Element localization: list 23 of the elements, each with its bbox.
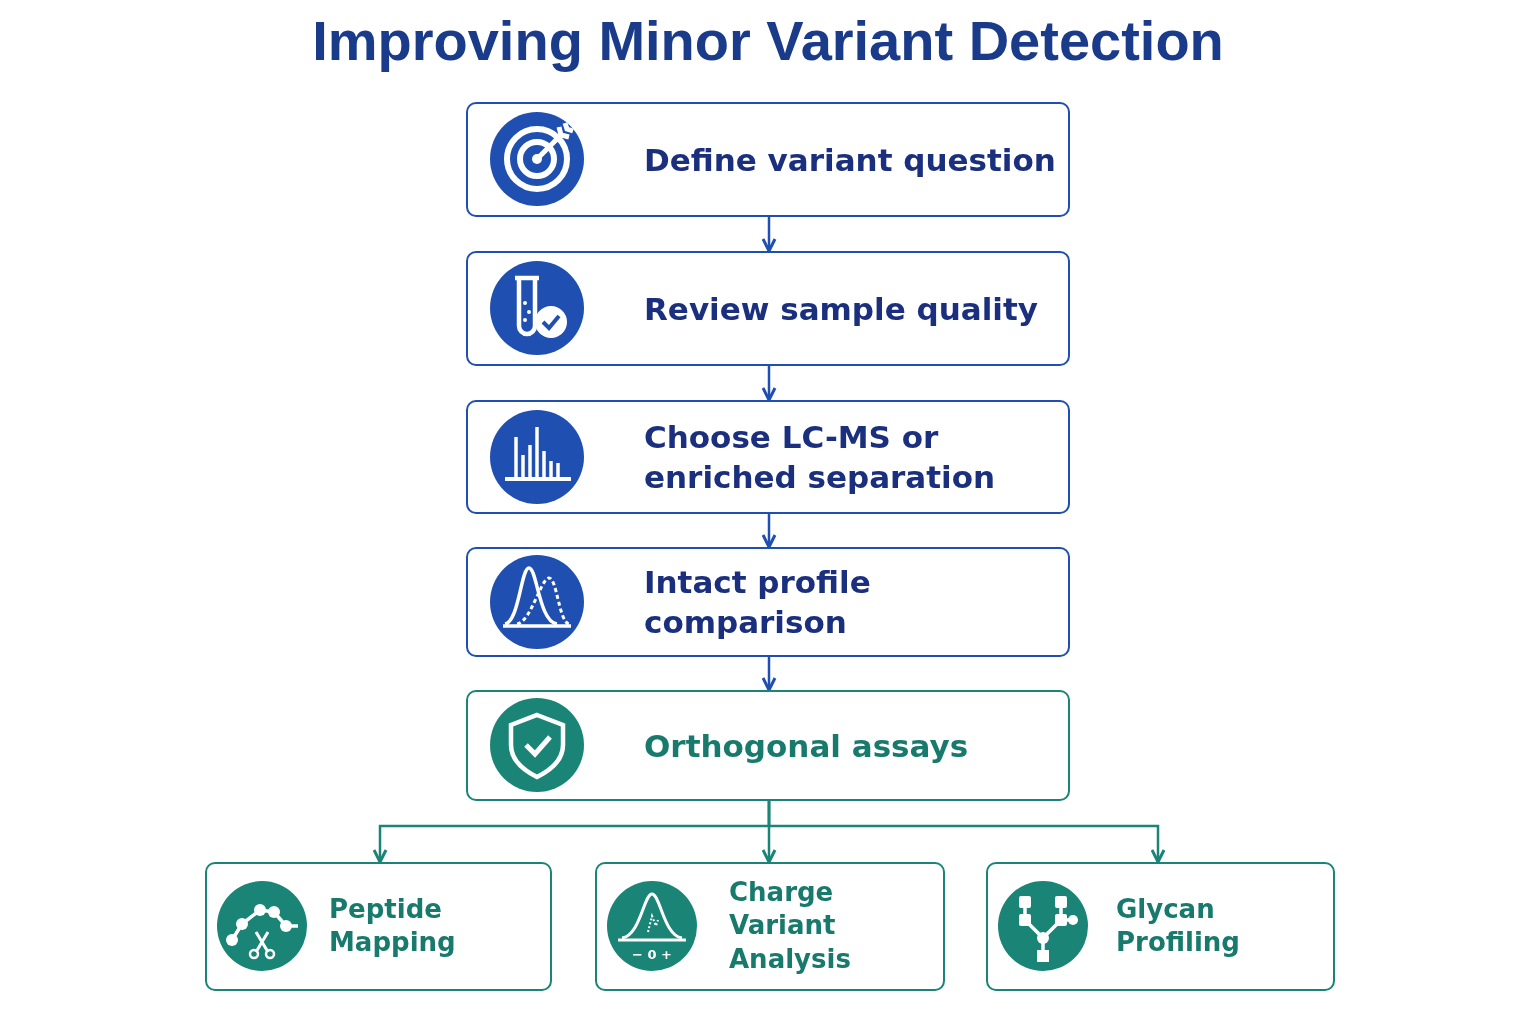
arrow: [761, 657, 777, 692]
process-box: [466, 102, 1070, 217]
assay-box: [205, 862, 552, 991]
arrow: [767, 801, 1166, 864]
process-box: [466, 400, 1070, 514]
step-label: Orthogonal assays: [644, 726, 970, 766]
charge-axis-label: − 0 +: [632, 946, 672, 962]
step-label: Charge Variant Analysis: [729, 875, 852, 977]
arrow: [761, 217, 777, 253]
process-box: [466, 547, 1070, 657]
process-box: [466, 251, 1070, 366]
step-label: Define variant question: [644, 140, 1057, 180]
step-label: Choose LC-MS or enriched separation: [644, 417, 997, 497]
step-label: Intact profile comparison: [644, 562, 872, 642]
diagram-title: Improving Minor Variant Detection: [311, 8, 1225, 73]
assay-box: [986, 862, 1335, 991]
assay-box: [595, 862, 945, 991]
arrow: [761, 514, 777, 549]
step-label: Glycan Profiling: [1116, 892, 1241, 960]
process-box: [466, 690, 1070, 801]
arrow: [761, 366, 777, 402]
step-label: Review sample quality: [644, 289, 1039, 329]
step-label: Peptide Mapping: [329, 892, 457, 960]
